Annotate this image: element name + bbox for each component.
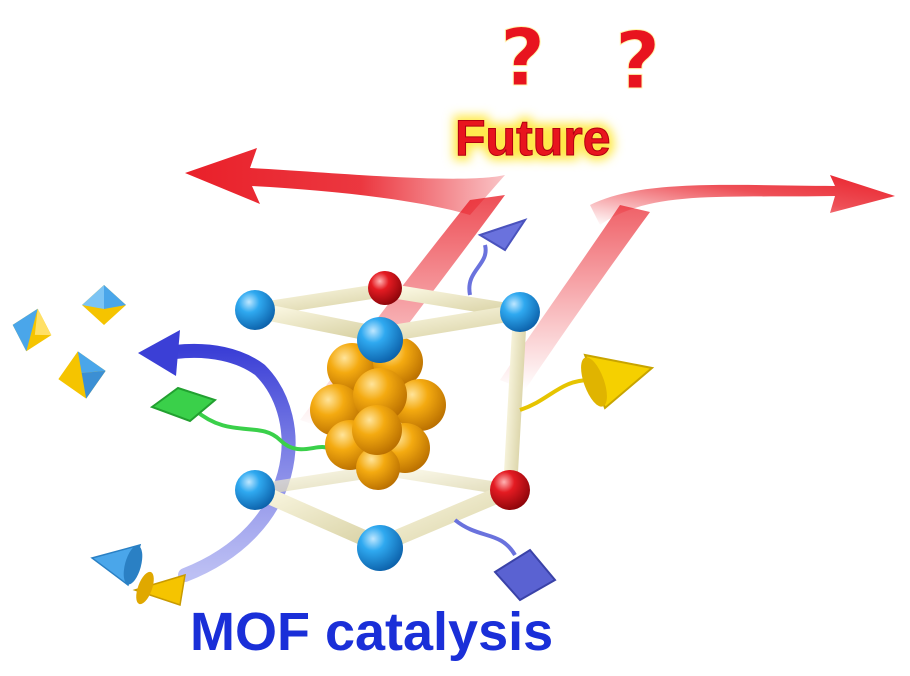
future-label-glow: Future [455,110,611,166]
question-mark-left: ? [500,14,545,104]
green-tag [149,386,332,452]
curved-arrow-icon [168,343,296,582]
red-path-arrows [185,148,895,430]
metal-node-icon [500,292,540,332]
metal-nodes [235,271,540,571]
future-label: Future [455,110,611,166]
metal-node-icon [368,271,402,305]
octahedron-icon [12,308,52,352]
cones-bottom-left [90,543,186,606]
red-path-arrow-icon [185,148,505,215]
octahedron-icon [82,285,126,325]
octahedron-icon [58,351,106,399]
future-label-group: Future Future [450,105,616,171]
question-mark-right: ? [615,17,660,107]
metal-node-icon [357,525,403,571]
pyramid-icon [493,548,557,602]
cube-front-edges [247,302,528,553]
blue-curved-arrow [138,330,296,582]
cone-icon [90,543,143,587]
mof-catalysis-label: MOF catalysis [190,602,553,662]
purple-top-arrow [467,218,528,296]
metal-node-icon [490,470,530,510]
octahedra-group [12,285,126,399]
purple-bottom-pyramid [453,518,557,602]
cone-icon [132,571,186,606]
metal-node-icon [357,317,403,363]
red-path-arrow-icon [590,175,895,225]
metal-node-icon [235,470,275,510]
red-path-trail [500,205,650,390]
question-marks: ? ? [500,14,661,108]
pyramid-icon [477,218,528,252]
curved-arrow-head [138,330,180,376]
yellow-cone [519,353,655,412]
green-tag-icon [149,386,218,423]
metal-node-icon [235,290,275,330]
